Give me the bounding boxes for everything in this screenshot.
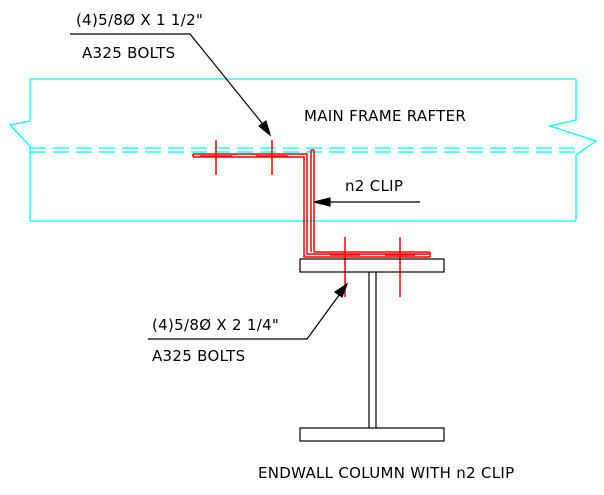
bottom-bolt-arrowhead	[333, 282, 349, 298]
main-frame-rafter	[8, 78, 598, 222]
bottom-bolt-leader	[148, 286, 346, 340]
rafter-label: MAIN FRAME RAFTER	[304, 107, 466, 125]
clip-label: n2 CLIP	[345, 177, 403, 195]
bolt-column-2	[385, 237, 415, 297]
bolt-rafter-2	[256, 140, 288, 175]
column-label: ENDWALL COLUMN WITH n2 CLIP	[258, 464, 515, 482]
bolt-rafter-1	[200, 140, 232, 175]
top-bolt-callout-line2: A325 BOLTS	[82, 44, 175, 62]
clip-arrowhead	[313, 197, 331, 207]
bottom-bolt-callout-line1: (4)5/8Ø X 2 1/4"	[152, 316, 279, 334]
rafter-left-break-line	[8, 79, 31, 221]
leaders	[70, 33, 420, 340]
clip-outer-outline	[193, 153, 430, 255]
endwall-column	[299, 258, 445, 442]
column-bottom-flange	[299, 427, 445, 442]
top-bolt-callout-line1: (4)5/8Ø X 1 1/2"	[76, 11, 203, 29]
top-bolt-leader	[70, 33, 271, 134]
top-bolt-arrowhead	[258, 120, 272, 137]
clip-inner-outline	[193, 156, 430, 258]
column-top-flange	[299, 258, 445, 273]
n2-clip	[192, 149, 431, 258]
bottom-bolt-callout-line2: A325 BOLTS	[152, 347, 245, 365]
rafter-right-break-line	[547, 79, 598, 221]
